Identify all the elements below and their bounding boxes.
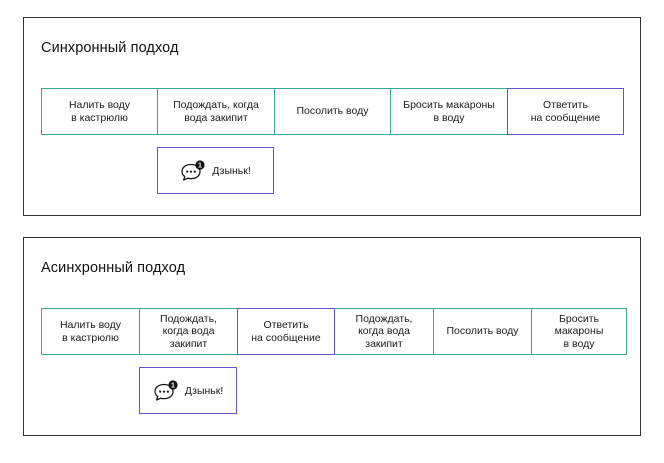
async-step-salt-water: Посолить воду xyxy=(433,308,531,355)
sync-step-wait-boil: Подождать, когда вода закипит xyxy=(157,88,274,135)
chat-bubble-icon: 1 xyxy=(153,379,179,402)
async-approach-panel: Асинхронный подход Налить воду в кастрюл… xyxy=(23,237,641,436)
sync-step-pour-water: Налить воду в кастрюлю xyxy=(41,88,157,135)
async-step-wait-boil-2: Подождать, когда вода закипит xyxy=(335,308,433,355)
async-step-wait-boil-1: Подождать, когда вода закипит xyxy=(139,308,237,355)
sync-panel-title: Синхронный подход xyxy=(41,40,179,56)
sync-step-add-pasta: Бросить макароны в воду xyxy=(390,88,507,135)
async-step-reply-message: Ответить на сообщение xyxy=(237,308,335,355)
async-notification-card: 1 Дзыньк! xyxy=(139,367,237,414)
notification-badge-count: 1 xyxy=(198,162,202,169)
async-step-add-pasta: Бросить макароны в воду xyxy=(531,308,627,355)
chat-bubble-icon: 1 xyxy=(180,159,206,182)
async-step-pour-water: Налить воду в кастрюлю xyxy=(41,308,139,355)
sync-approach-panel: Синхронный подход Налить воду в кастрюлю… xyxy=(23,17,641,216)
sync-notification-card: 1 Дзыньк! xyxy=(157,147,274,194)
sync-step-reply-message: Ответить на сообщение xyxy=(507,88,624,135)
async-panel-title: Асинхронный подход xyxy=(41,260,186,276)
notification-badge-count: 1 xyxy=(171,382,175,389)
sync-step-salt-water: Посолить воду xyxy=(274,88,390,135)
async-notification-label: Дзыньк! xyxy=(184,384,224,397)
sync-notification-label: Дзыньк! xyxy=(212,164,251,177)
